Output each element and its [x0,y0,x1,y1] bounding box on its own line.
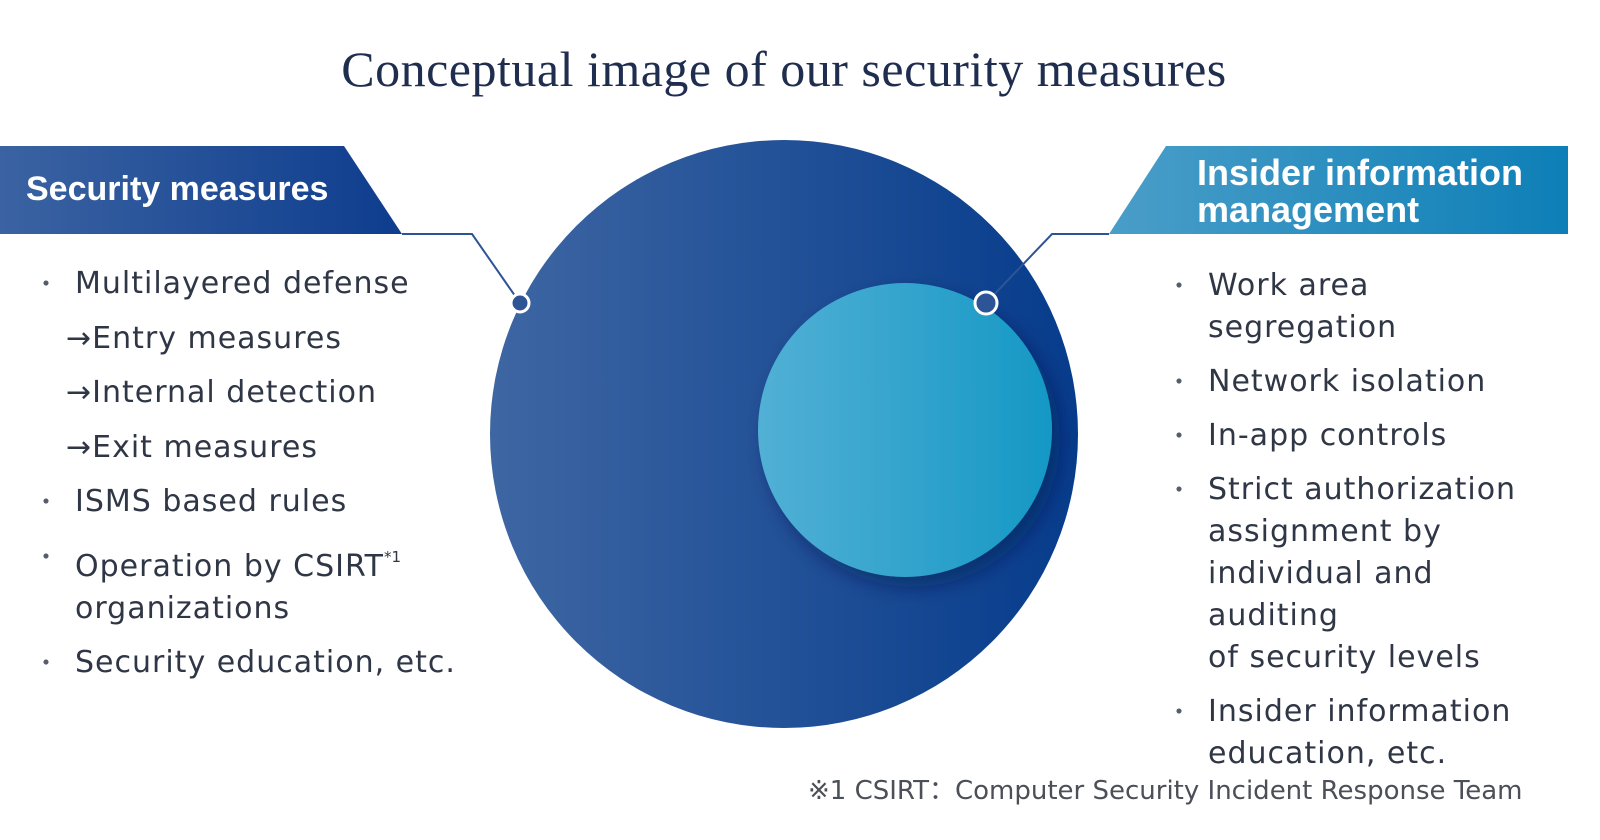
left-connector-line [402,233,521,304]
right-banner-shape [1109,146,1568,234]
list-item-text-continued: organizations [75,590,291,626]
list-item-line: Strict authorization [1208,472,1517,507]
list-item-line: education, etc. [1208,736,1448,771]
page-title: Conceptual image of our security measure… [341,41,1227,97]
insider-heading-line-1: Insider information [1197,152,1524,193]
list-item: Strict authorization assignment by individ… [1167,469,1568,679]
list-item: ISMS based rules [34,481,500,523]
list-item: Multilayered defense [34,263,500,305]
list-item: Network isolation [1167,361,1568,403]
list-item: →Exit measures [66,429,318,465]
list-item: Security education, etc. [34,642,500,684]
list-item-text: Operation by CSIRT [75,548,384,584]
footnote-marker: *1 [384,547,402,566]
right-connector-dot [973,290,999,316]
list-item-line: of security levels [1208,640,1481,675]
list-item: Work area segregation [1167,265,1568,349]
security-measures-heading: Security measures [26,170,329,208]
left-banner-shape [0,146,402,234]
left-connector-dot [509,292,531,314]
right-connector-line [985,233,1109,304]
inner-circle [758,283,1052,577]
list-item-line: In-app controls [1208,418,1448,453]
list-item-line: Work area segregation [1208,268,1398,345]
insider-heading-line-2: management [1197,189,1420,230]
list-item-line: Insider information [1208,694,1512,729]
security-measures-list: Multilayered defense →Entry measures →In… [34,263,500,697]
list-item: →Internal detection [66,375,377,410]
footnote: ※1 CSIRT：Computer Security Incident Resp… [808,776,1523,806]
list-item-line: Network isolation [1208,364,1487,399]
list-item: In-app controls [1167,415,1568,457]
insider-information-heading: Insider information management [1197,154,1577,228]
list-item: Insider information education, etc. [1167,691,1568,775]
insider-information-list: Work area segregationNetwork isolationIn… [1167,265,1568,787]
list-item-line: individual and auditing [1208,556,1434,633]
list-item-line: assignment by [1208,514,1442,549]
list-item: Operation by CSIRT*1 organizations [34,536,500,630]
list-item: →Entry measures [66,320,342,356]
